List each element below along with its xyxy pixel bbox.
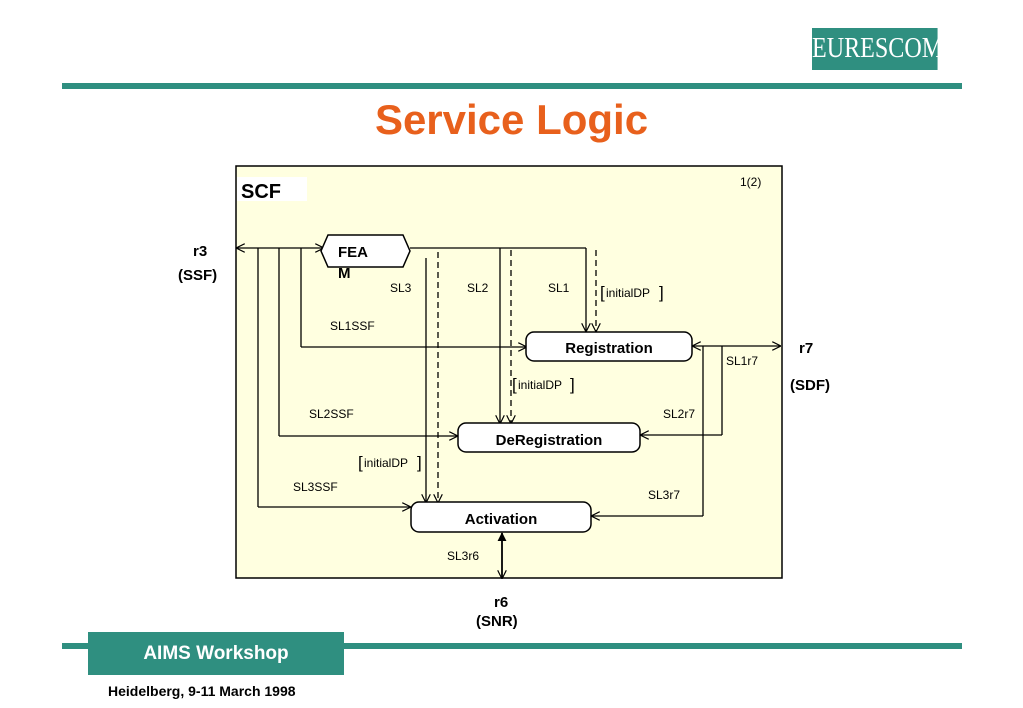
page-number: 1(2) [740,175,761,189]
initialdp-left-bracket-r: ] [417,453,422,472]
page-title: Service Logic [374,96,649,143]
sl1-label: SL1 [548,281,570,295]
sl3ssf-label: SL3SSF [293,480,338,494]
snr-label: (SNR) [476,613,518,630]
feam-label-line2: M [338,265,351,282]
activation-label: Activation [465,511,538,528]
feam-label-line1: FEA [338,244,368,261]
initialdp-left: initialDP [364,456,408,470]
initialdp-left-bracket-l: [ [358,453,363,472]
footer-divider-left [62,643,92,649]
deregistration-label: DeRegistration [496,432,603,449]
scf-label-bg [237,177,307,201]
sdf-label: (SDF) [790,377,830,394]
sl3-label: SL3 [390,281,412,295]
eurescom-logo: EURESCOM [812,28,943,70]
registration-node [525,331,693,362]
scf-label: SCF [241,181,281,203]
sl2r7-label: SL2r7 [663,407,695,421]
registration-label: Registration [565,340,653,357]
sl1ssf-label: SL1SSF [330,319,375,333]
initialdp-top-bracket-r: ] [659,283,664,302]
place-date: Heidelberg, 9-11 March 1998 [108,683,296,699]
ssf-label: (SSF) [178,267,217,284]
r3-label: r3 [193,243,207,260]
sl2-label: SL2 [467,281,489,295]
initialdp-top: initialDP [606,286,650,300]
activation-node [410,501,592,533]
initialdp-top-bracket-l: [ [600,283,605,302]
workshop-badge: AIMS Workshop [88,632,344,675]
r6-label: r6 [494,594,508,611]
r7-label: r7 [799,340,813,357]
sl3r7-label: SL3r7 [648,488,680,502]
header-divider [62,83,962,89]
feam-node [320,234,411,268]
initialdp-mid-bracket-r: ] [570,375,575,394]
deregistration-node [457,422,641,453]
sl2ssf-label: SL2SSF [309,407,354,421]
sl1r7-label: SL1r7 [726,354,758,368]
footer-divider-right [344,643,962,649]
initialdp-mid-bracket-l: [ [512,375,517,394]
sl3r6-label: SL3r6 [447,549,479,563]
initialdp-middle: initialDP [518,378,562,392]
